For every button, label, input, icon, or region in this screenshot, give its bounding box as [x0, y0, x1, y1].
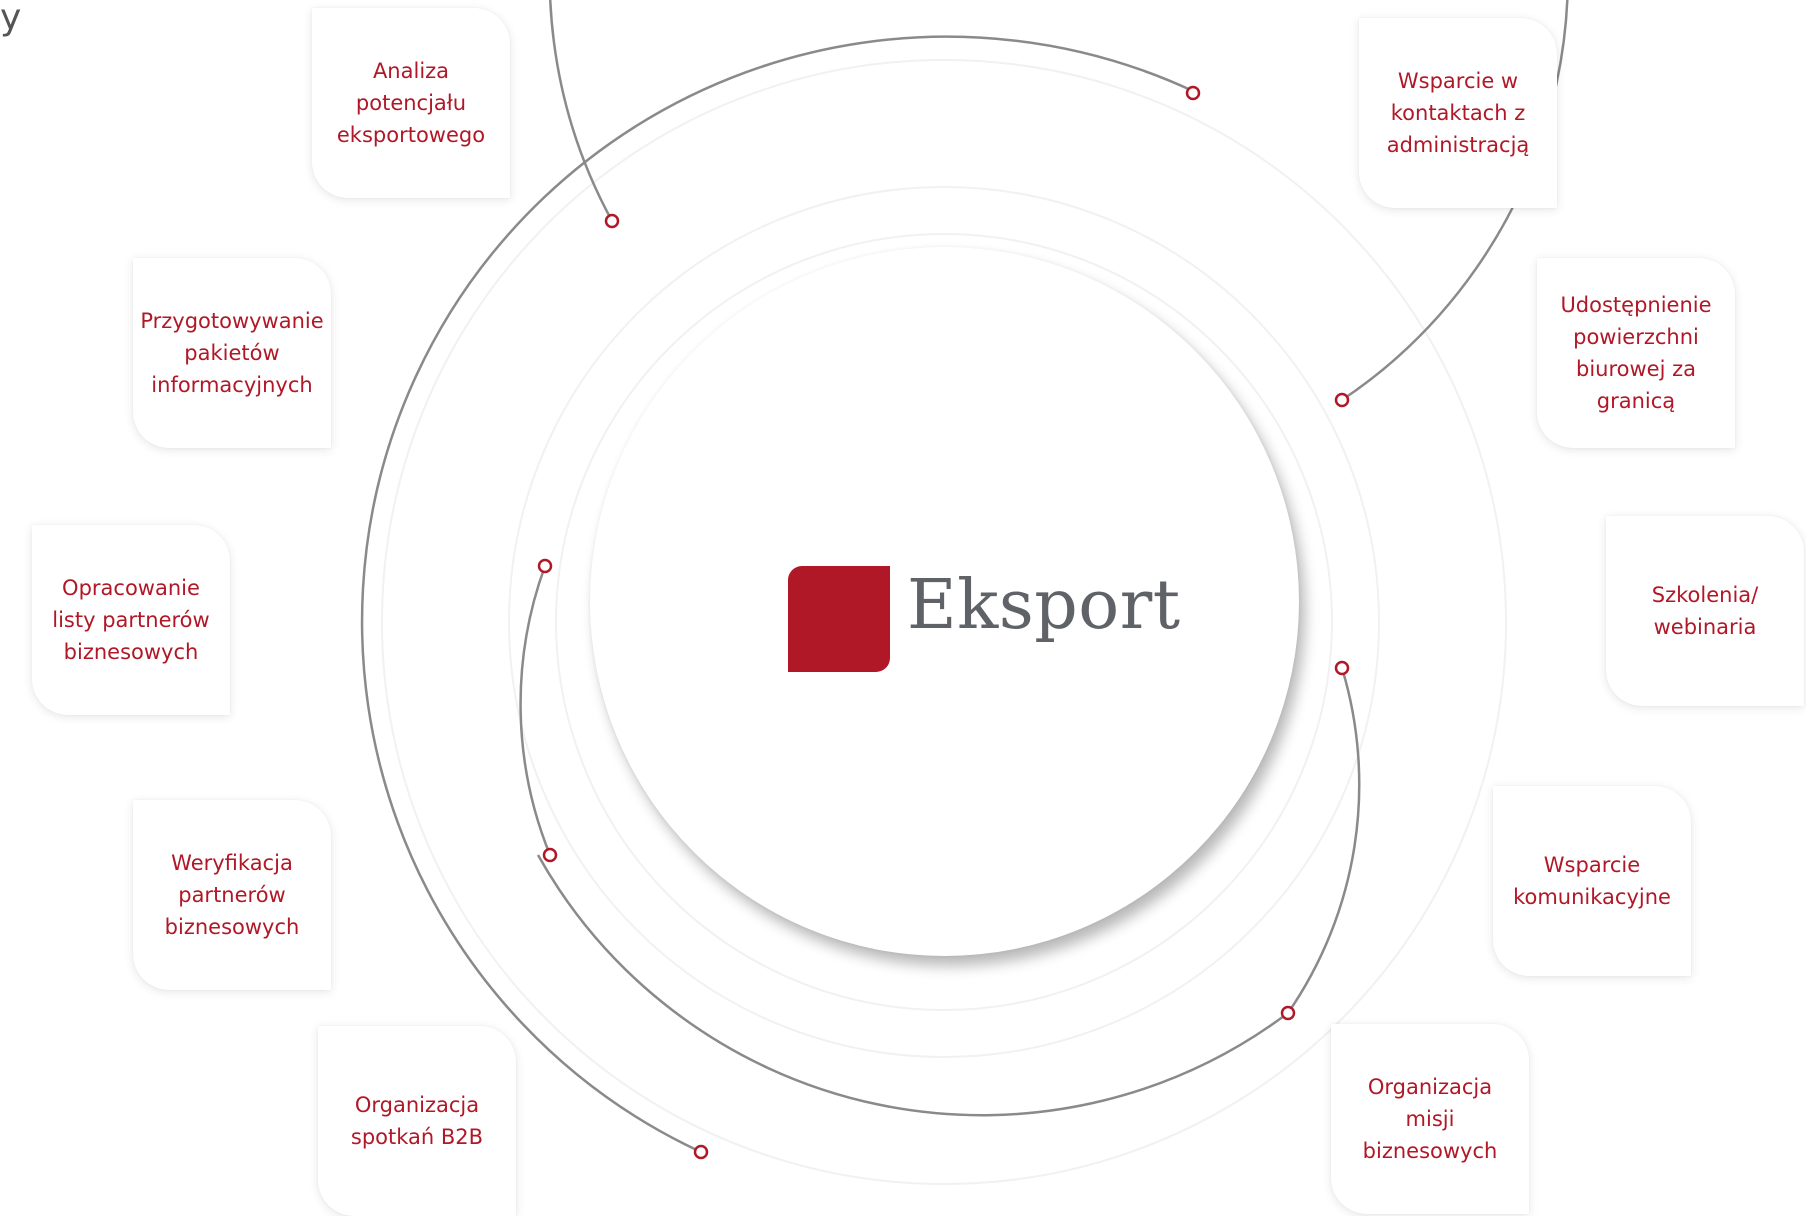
- faint-circle-outer: [381, 59, 1507, 1185]
- node-dot: [1334, 660, 1350, 676]
- node-dot: [1280, 1005, 1296, 1021]
- node-dot: [542, 847, 558, 863]
- logo-mark: [788, 566, 890, 672]
- arc-inner-right: [1286, 667, 1361, 1014]
- faint-circles: [381, 59, 1507, 1185]
- node-dot: [604, 213, 620, 229]
- center-disc: [590, 247, 1299, 956]
- faint-circle-middle: [508, 186, 1380, 1058]
- arc-outer: [361, 35, 1194, 1154]
- arc-lower: [536, 854, 1289, 1117]
- service-label: Szkolenia/webinaria: [1651, 583, 1759, 639]
- corner-letter: y: [0, 0, 22, 38]
- faint-circle-inner: [555, 233, 1333, 1011]
- node-dot: [693, 1144, 709, 1160]
- node-dot: [1334, 392, 1350, 408]
- node-dot: [1185, 85, 1201, 101]
- service-card-szkolenia: Szkolenia/webinaria: [1606, 516, 1804, 706]
- logo-title: Eksport: [907, 566, 1181, 645]
- node-dot: [537, 558, 553, 574]
- arc-inner-left: [519, 565, 552, 856]
